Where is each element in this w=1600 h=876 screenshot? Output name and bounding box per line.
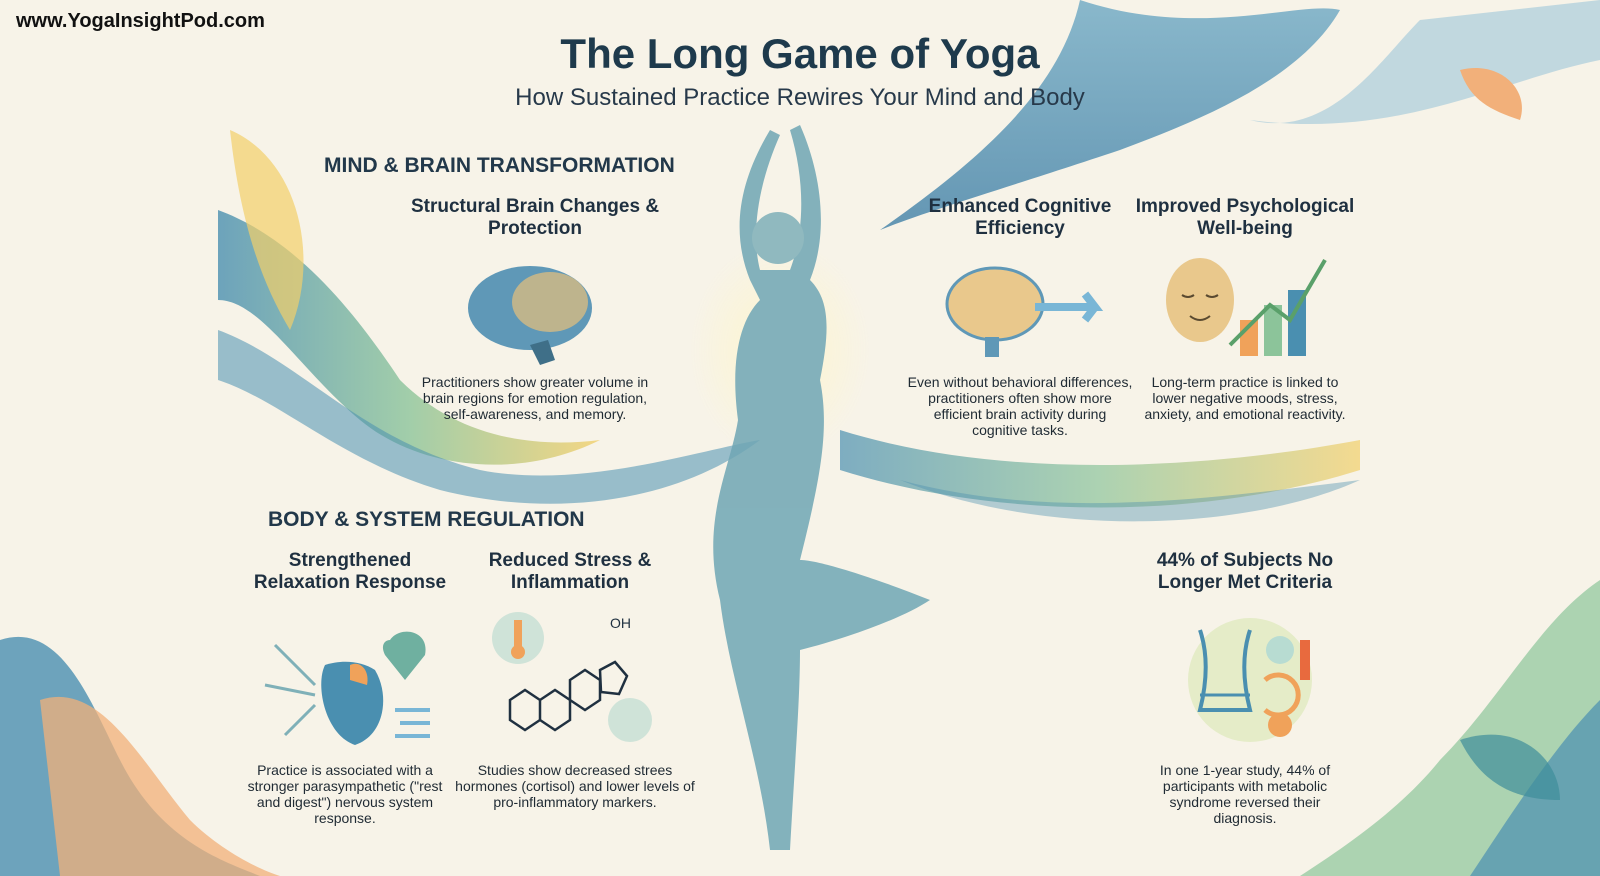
card-title-cognitive-efficiency: Enhanced Cognitive Efficiency — [928, 196, 1112, 239]
card-text-psychological-wellbeing: Long-term practice is linked to lower ne… — [1144, 374, 1346, 422]
card-text-metabolic-syndrome: In one 1-year study, 44% of participants… — [1159, 762, 1331, 826]
site-url: www.YogaInsightPod.com — [16, 10, 265, 32]
waist-measure-icon — [1188, 618, 1312, 742]
page-title: The Long Game of Yoga — [560, 30, 1040, 77]
calm-face-chart-icon — [1166, 258, 1327, 356]
body-section-heading: BODY & SYSTEM REGULATION — [268, 508, 585, 531]
svg-text:OH: OH — [610, 615, 631, 631]
circuit-brain-icon — [945, 266, 1104, 357]
card-text-cognitive-efficiency: Even without behavioral differences, pra… — [907, 374, 1133, 438]
heart-icon — [264, 631, 430, 745]
mind-section-heading: MIND & BRAIN TRANSFORMATION — [324, 154, 675, 177]
card-title-metabolic-syndrome: 44% of Subjects No Longer Met Criteria — [1156, 550, 1334, 593]
card-title-stress-inflammation: Reduced Stress & Inflammation — [488, 550, 652, 593]
card-text-relaxation-response: Practice is associated with a stronger p… — [247, 762, 443, 826]
page-subtitle: How Sustained Practice Rewires Your Mind… — [515, 84, 1085, 111]
card-title-brain-changes: Structural Brain Changes & Protection — [410, 196, 660, 239]
yoga-figure — [690, 125, 930, 850]
card-title-psychological-wellbeing: Improved Psychological Well-being — [1135, 196, 1355, 239]
card-title-relaxation-response: Strengthened Relaxation Response — [253, 550, 447, 593]
brain-icon — [468, 266, 592, 365]
cortisol-molecule-icon: OH — [492, 612, 652, 742]
card-text-brain-changes: Practitioners show greater volume in bra… — [421, 374, 649, 422]
card-text-stress-inflammation: Studies show decreased strees hormones (… — [455, 762, 695, 810]
